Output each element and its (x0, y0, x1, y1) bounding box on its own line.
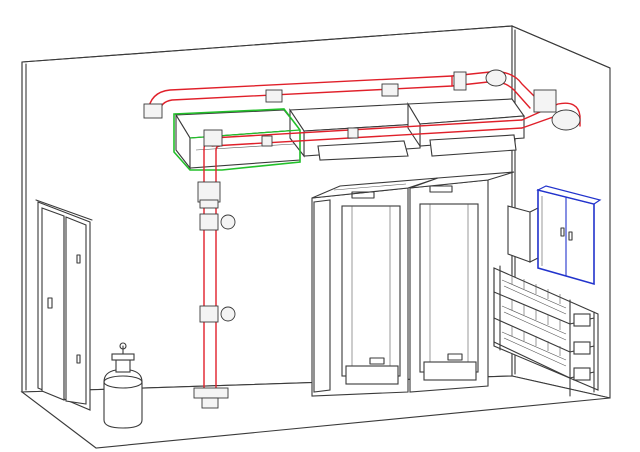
wall-junction-box (507, 205, 539, 263)
double-door (35, 199, 93, 411)
ceiling-nozzle-icon (265, 89, 283, 103)
gas-cylinder (103, 342, 143, 429)
cable-tray-1 (175, 109, 302, 170)
server-rack-left (311, 177, 439, 397)
ceiling-nozzle-icon (381, 83, 399, 97)
cabinet-handle-icon (560, 227, 565, 237)
door-handle-icon (47, 297, 53, 309)
nozzle-icon (220, 306, 236, 322)
battery-rack (493, 265, 599, 397)
control-cabinet (536, 185, 602, 286)
pipe-fittings (143, 69, 581, 409)
nozzle-icon (220, 214, 236, 230)
server-rack-right (409, 171, 515, 393)
